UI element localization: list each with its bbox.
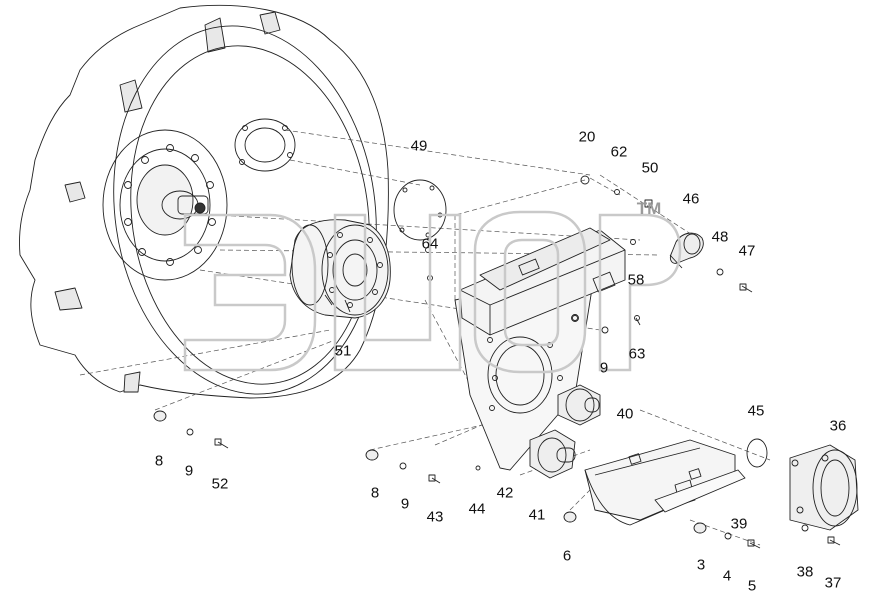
label-part-42: 42 bbox=[496, 484, 514, 502]
label-part-4: 4 bbox=[722, 567, 732, 585]
label-part-40: 40 bbox=[616, 405, 634, 423]
label-part-38: 38 bbox=[796, 563, 814, 581]
label-part-58: 58 bbox=[627, 271, 645, 289]
label-part-3: 3 bbox=[696, 556, 706, 574]
label-part-47: 47 bbox=[738, 242, 756, 260]
label-part-37: 37 bbox=[824, 574, 842, 592]
label-part-62: 62 bbox=[610, 143, 628, 161]
watermark-logo bbox=[183, 210, 682, 374]
label-part-46: 46 bbox=[682, 190, 700, 208]
label-part-8-middle: 8 bbox=[370, 484, 380, 502]
label-part-45: 45 bbox=[747, 402, 765, 420]
label-part-41: 41 bbox=[528, 506, 546, 524]
label-part-36: 36 bbox=[829, 417, 847, 435]
label-part-44: 44 bbox=[468, 500, 486, 518]
label-part-9-upper: 9 bbox=[599, 359, 609, 377]
strip-39 bbox=[654, 469, 746, 513]
watermark-tm: TM bbox=[636, 199, 662, 218]
motor-36 bbox=[789, 444, 859, 531]
label-part-63: 63 bbox=[628, 345, 646, 363]
label-part-6: 6 bbox=[562, 547, 572, 565]
fasteners-middle bbox=[365, 449, 481, 484]
label-part-64: 64 bbox=[421, 235, 439, 253]
label-part-9-left: 9 bbox=[184, 462, 194, 480]
cover-plate-49 bbox=[393, 179, 447, 241]
label-part-52: 52 bbox=[211, 475, 229, 493]
fasteners-left bbox=[153, 410, 229, 449]
fitting-46 bbox=[669, 232, 704, 269]
label-part-51: 51 bbox=[334, 342, 352, 360]
drum-housing bbox=[19, 4, 389, 399]
label-part-8-left: 8 bbox=[154, 452, 164, 470]
fasteners-bottom bbox=[563, 511, 841, 549]
label-part-20: 20 bbox=[578, 128, 596, 146]
damper-upper bbox=[557, 384, 601, 426]
o-ring-45 bbox=[746, 438, 768, 468]
label-part-9-middle: 9 bbox=[400, 495, 410, 513]
damper-41 bbox=[529, 429, 576, 479]
label-part-49: 49 bbox=[410, 137, 428, 155]
label-part-5: 5 bbox=[747, 577, 757, 595]
label-part-39: 39 bbox=[730, 515, 748, 533]
label-part-50: 50 bbox=[641, 159, 659, 177]
small-parts-top bbox=[580, 175, 753, 334]
label-part-43: 43 bbox=[426, 508, 444, 526]
hub-motor-51 bbox=[289, 219, 433, 319]
label-part-48: 48 bbox=[711, 228, 729, 246]
